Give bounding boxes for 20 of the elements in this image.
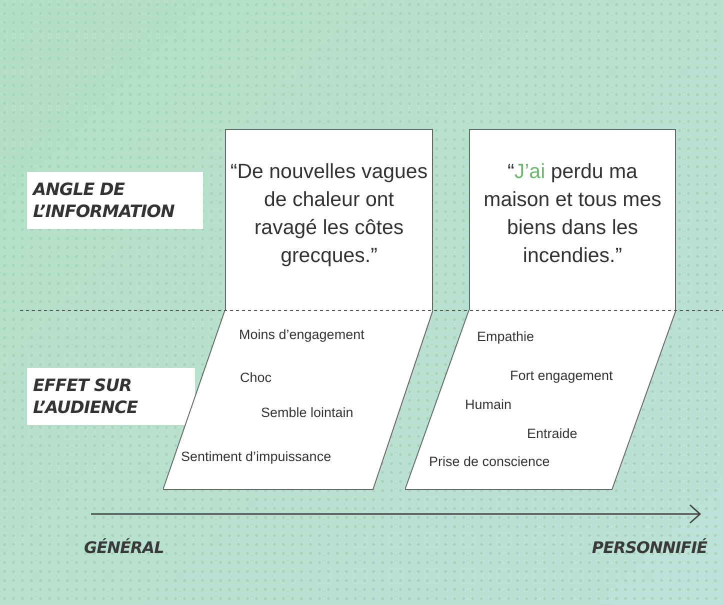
effect-text: Entraide — [527, 426, 578, 442]
effect-text: Semble lointain — [261, 405, 354, 421]
axis-label: GÉNÉRAL — [84, 537, 164, 559]
effect-text: Moins d’engagement — [239, 327, 364, 343]
effect-text: Empathie — [477, 329, 534, 345]
heading-box — [27, 368, 195, 425]
row-heading: ANGLE DE L’INFORMATION — [33, 178, 176, 222]
effect-text: Fort engagement — [510, 368, 613, 384]
quote-panel — [225, 129, 433, 310]
effect-text: Choc — [240, 370, 272, 386]
effect-text: Prise de conscience — [429, 454, 550, 470]
quote-text: “J’ai perdu ma maison et tous mes biens dans les incendies.” — [482, 159, 662, 269]
quote-text: “De nouvelles vagues de chaleur ont ravagé les côtes grecques.” — [230, 159, 428, 269]
effect-text: Sentiment d’impuissance — [181, 449, 332, 465]
effect-text: Humain — [465, 397, 512, 413]
heading-box — [27, 172, 203, 229]
row-heading: EFFET SUR L’AUDIENCE — [33, 374, 139, 418]
effect-panel — [405, 310, 676, 490]
quote-panel — [469, 129, 676, 310]
axis-label: PERSONNIFIÉ — [592, 537, 707, 559]
